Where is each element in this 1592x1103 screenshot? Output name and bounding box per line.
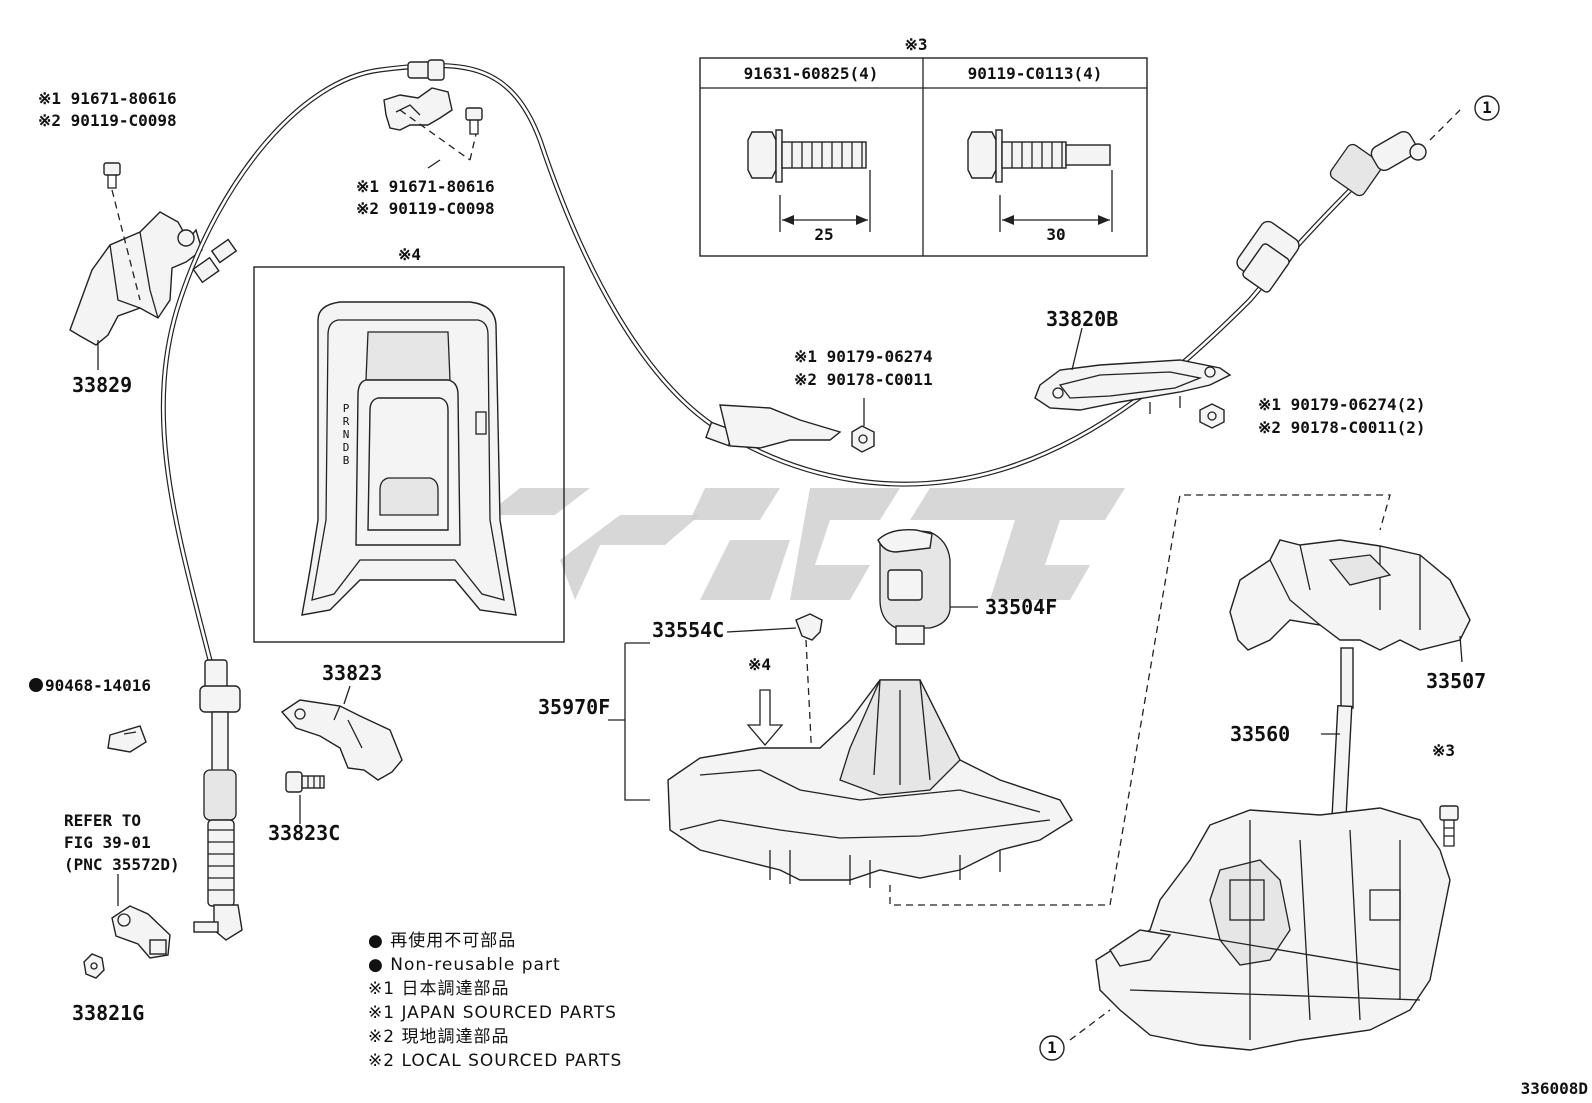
bolt-table-col-1: 91631-60825(4): [744, 64, 879, 83]
label-33554c: 33554C: [652, 618, 724, 642]
label-33560: 33560: [1230, 722, 1290, 746]
legend-line-4: ※1 JAPAN SOURCED PARTS: [368, 1003, 617, 1023]
clip-33554c: [795, 613, 823, 641]
bolt-table-dim-2: 30: [1046, 225, 1065, 244]
console-35970f: [667, 679, 1073, 888]
leader-33820b: [1071, 327, 1083, 371]
bolt-33823c: [285, 771, 325, 793]
shift-letter: D: [343, 441, 350, 454]
bolt-mark3: [1439, 805, 1459, 847]
refer-line-3: (PNC 35572D): [64, 855, 180, 874]
leader-bolt-top: [399, 109, 477, 161]
shift-letter: R: [343, 415, 350, 428]
leader-bolt-top-label: [427, 159, 441, 169]
bracket-top: [383, 87, 453, 131]
shift-housing: [1095, 807, 1451, 1051]
clip-90468: [107, 725, 147, 753]
nut-right-label-1: ※1 90179-06274(2): [1258, 395, 1426, 414]
legend-line-3: ※1 日本調達部品: [368, 979, 509, 999]
legend-line-6: ※2 LOCAL SOURCED PARTS: [368, 1051, 622, 1071]
non-reusable-bullet: [29, 678, 43, 692]
bolt-mark3-label: ※3: [1432, 741, 1455, 760]
cable-end-upper: [1236, 130, 1427, 293]
nut-right: [1199, 403, 1225, 429]
housing-33507: [1229, 539, 1471, 651]
leader-bolt-left: [111, 189, 141, 301]
box-panel-view: [253, 266, 565, 643]
label-33823c: 33823C: [268, 821, 340, 845]
circle-marker-bottom-label: 1: [1047, 1038, 1057, 1057]
bracket-33829: [69, 211, 203, 346]
bolt-table-col-2: 90119-C0113(4): [968, 64, 1103, 83]
circle-marker-top: 1: [1474, 95, 1500, 121]
label-33820b: 33820B: [1046, 307, 1118, 331]
leader-33554c-dash: [805, 639, 813, 761]
refer-line-2: FIG 39-01: [64, 833, 151, 852]
shift-knob-33504f: [877, 529, 951, 645]
nut-mid-label-2: ※2 90178-C0011: [794, 370, 933, 389]
shift-letter: P: [343, 402, 350, 415]
nut-33821g: [83, 953, 105, 979]
bracket-33823: [280, 699, 403, 781]
shift-letter: N: [343, 428, 350, 441]
cable-clamps: [192, 59, 842, 449]
bolt-top: [465, 107, 483, 135]
nut-mid-label-1: ※1 90179-06274: [794, 347, 933, 366]
shift-panel: [301, 301, 517, 616]
label-90468: 90468-14016: [45, 676, 151, 695]
lever-33560: [1331, 647, 1354, 818]
arrow-view-mark: ※4: [748, 655, 771, 674]
refer-line-1: REFER TO: [64, 811, 141, 830]
leader-33823: [343, 685, 351, 705]
nut-mid: [851, 425, 875, 453]
bolt-top-label-1: ※1 91671-80616: [356, 177, 495, 196]
label-33823: 33823: [322, 661, 382, 685]
view-arrow: [746, 689, 784, 747]
part-refer: [111, 905, 171, 959]
label-33507: 33507: [1426, 669, 1486, 693]
legend-line-2: ● Non-reusable part: [368, 955, 561, 975]
nut-right-label-2: ※2 90178-C0011(2): [1258, 418, 1426, 437]
label-33504f: 33504F: [985, 595, 1057, 619]
watermark-logo: [455, 488, 1125, 600]
bolt-left-label-2: ※2 90119-C0098: [38, 111, 177, 130]
circle-marker-top-label: 1: [1482, 98, 1492, 117]
bracket-35970f: [608, 642, 650, 801]
bolt-table-mark: ※3: [904, 35, 927, 54]
bolt-table-dim-1: 25: [814, 225, 833, 244]
label-33821g: 33821G: [72, 1001, 144, 1025]
label-35970f: 35970F: [538, 695, 610, 719]
shift-letter: B: [343, 454, 350, 467]
bolt-left: [103, 162, 121, 189]
box-panel-mark: ※4: [398, 245, 421, 264]
diagram-id: 336008D: [1521, 1079, 1588, 1098]
bolt-left-label-1: ※1 91671-80616: [38, 89, 177, 108]
leader-33507: [1459, 635, 1463, 663]
dashed-group-outline: [889, 494, 1391, 906]
bolt-table: [699, 57, 1148, 257]
label-33829: 33829: [72, 373, 132, 397]
legend-line-1: ● 再使用不可部品: [368, 930, 516, 951]
bracket-33820b: [1034, 359, 1232, 414]
legend-line-5: ※2 現地調達部品: [368, 1027, 509, 1047]
circle-marker-bottom: 1: [1039, 1035, 1065, 1061]
leader-circle1-bottom: [1069, 1009, 1111, 1041]
leader-33554c: [726, 627, 797, 633]
bolt-top-label-2: ※2 90119-C0098: [356, 199, 495, 218]
cable-end-lower: [193, 659, 243, 941]
leader-circle1-top: [1429, 109, 1461, 141]
